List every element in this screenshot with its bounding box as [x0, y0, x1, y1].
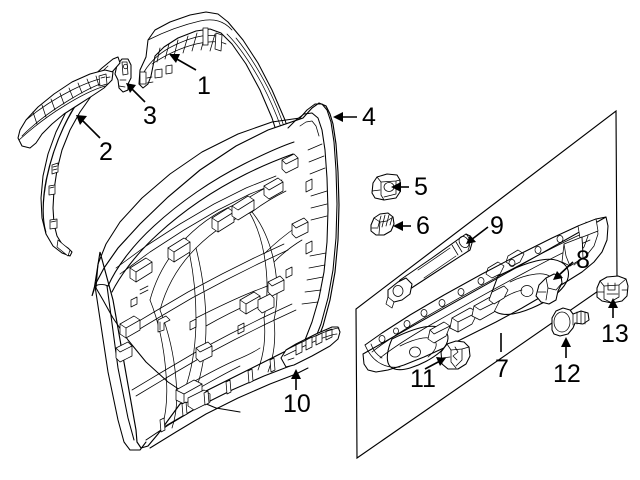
callout-label-3: 3	[143, 102, 157, 130]
callout-label-8: 8	[576, 246, 590, 274]
callout-label-12: 12	[553, 360, 581, 388]
callout-leaders	[76, 54, 618, 390]
callout-label-9: 9	[490, 212, 504, 240]
part-2-left-side-trim-molding	[17, 56, 121, 257]
callout-label-13: 13	[601, 320, 629, 348]
part-13-expansion-retainer-clip	[596, 275, 629, 304]
callout-label-11: 11	[410, 365, 436, 393]
part-9-gas-strut-damper	[385, 233, 473, 309]
callout-label-10: 10	[283, 390, 311, 418]
callout-label-6: 6	[416, 212, 430, 240]
callout-label-7: 7	[495, 355, 509, 383]
part-11-panel-retainer-clip	[440, 340, 471, 370]
callout-label-5: 5	[414, 173, 428, 201]
part-4-liftgate-inner-trim-panel	[91, 102, 340, 451]
part-6-tapping-screw	[370, 212, 395, 236]
callout-label-2: 2	[99, 138, 113, 166]
part-10-trim-handle-insert	[280, 326, 341, 368]
callout-label-1: 1	[197, 72, 211, 100]
callout-label-4: 4	[362, 103, 376, 131]
part-7-lower-liftgate-trim-panel	[355, 109, 618, 460]
part-12-ball-stud-pivot	[551, 307, 590, 337]
part-8-trim-panel-bracket	[535, 273, 563, 305]
